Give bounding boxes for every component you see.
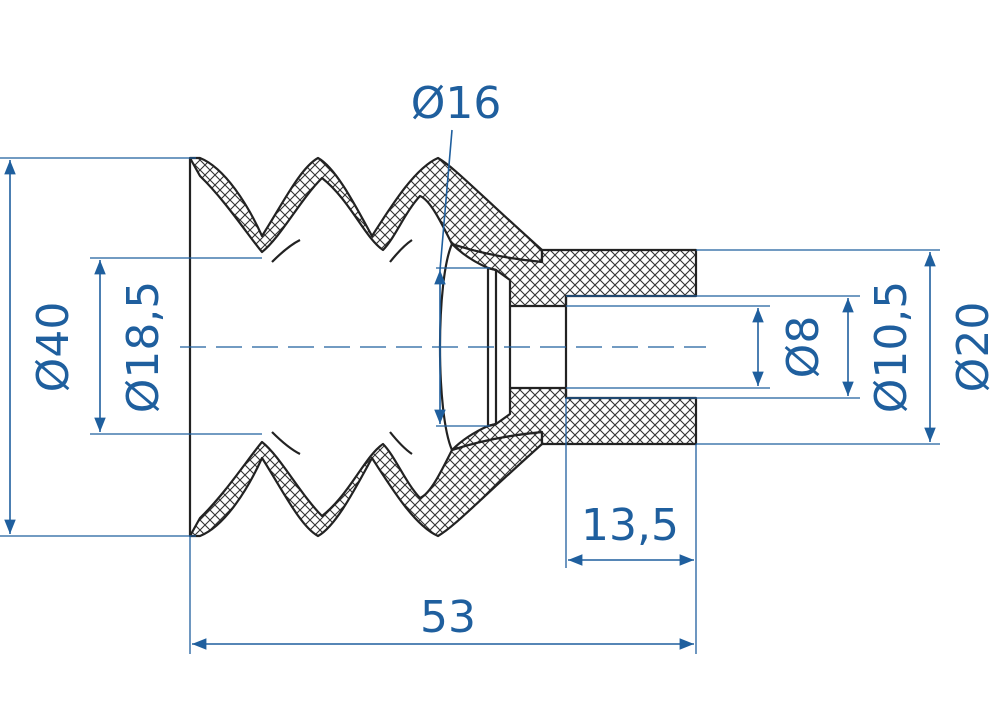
dimension-lines — [4, 129, 936, 650]
dim-text-cup-diameter: Ø16 — [411, 78, 502, 129]
dim-text-stem-length: 13,5 — [581, 500, 679, 551]
inner-slit-3 — [271, 431, 301, 455]
dim-text-inner-diameter: Ø18,5 — [118, 281, 169, 414]
inner-slit-1 — [271, 239, 301, 263]
extension-lines — [0, 157, 940, 654]
dim-text-overall-length: 53 — [420, 592, 476, 643]
dim-text-overall-diameter: Ø40 — [28, 302, 79, 393]
inner-slit-4 — [389, 431, 413, 455]
bellows-upper-wall — [188, 156, 544, 264]
dim-leader-cup — [439, 129, 453, 271]
dim-text-bore-diameter: Ø10,5 — [866, 281, 917, 414]
dim-text-stem-diameter: Ø20 — [948, 302, 999, 393]
cup-inner-face — [486, 266, 498, 428]
inner-slit-2 — [389, 239, 413, 263]
bellows-lower-wall — [188, 430, 544, 538]
dim-text-hole-diameter: Ø8 — [778, 316, 829, 379]
